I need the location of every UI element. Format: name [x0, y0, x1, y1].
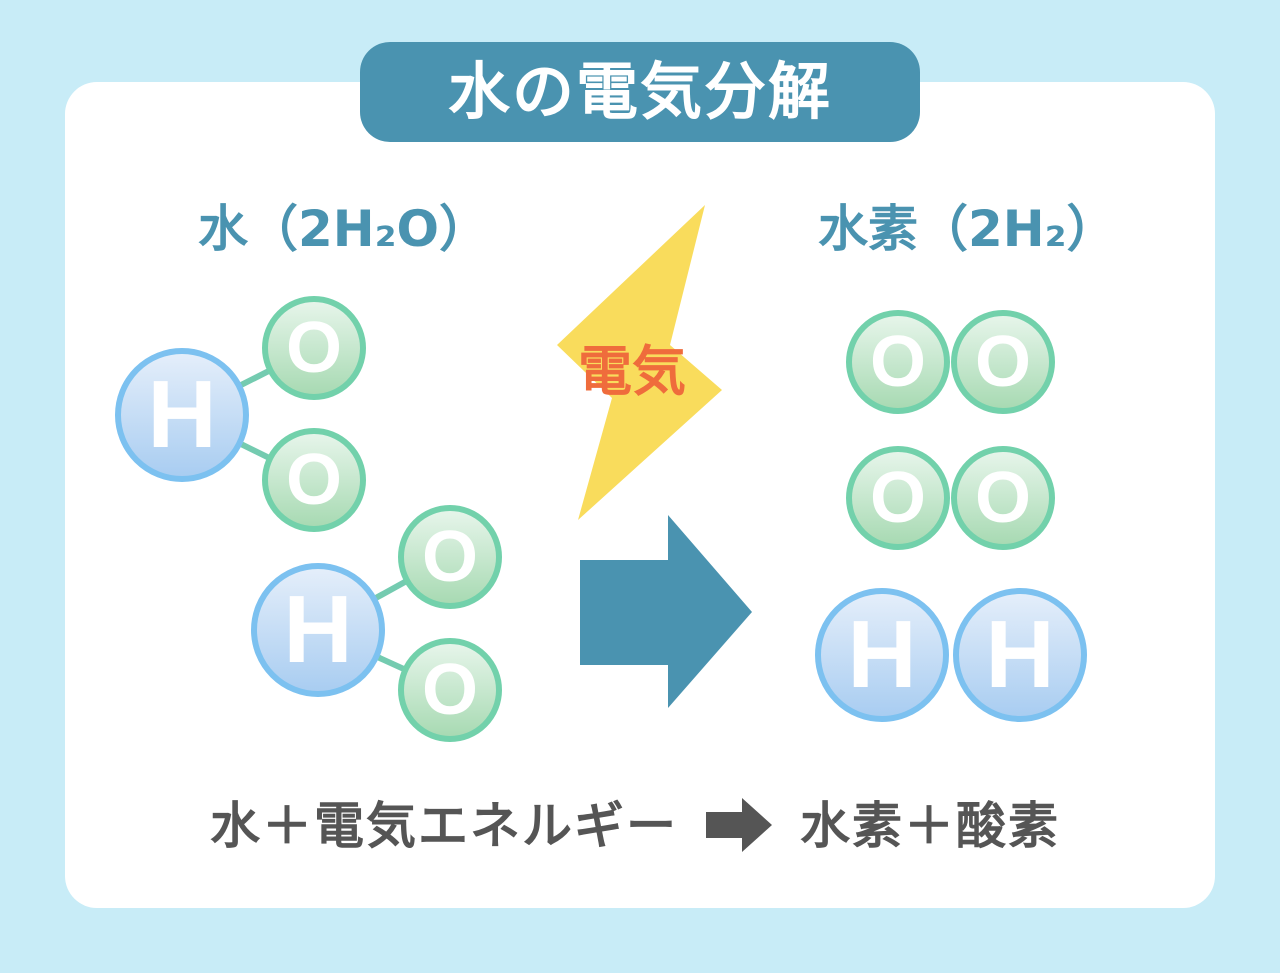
oxygen-atom: O [846, 310, 950, 414]
equation-reactants: 水＋電気エネルギー [210, 797, 678, 855]
title-banner: 水の電気分解 [360, 42, 920, 142]
oxygen-atom: O [951, 310, 1055, 414]
product-molecule: H H [815, 588, 1087, 722]
hydrogen-atom: H [815, 588, 949, 722]
reactant-heading: 水（2H₂O） [198, 200, 490, 258]
oxygen-atom: O [398, 505, 502, 609]
product-heading: 水素（2H₂） [818, 200, 1117, 258]
oxygen-atom: O [262, 428, 366, 532]
oxygen-atom: O [398, 638, 502, 742]
page-title: 水の電気分解 [447, 55, 832, 128]
hydrogen-atom: H [953, 588, 1087, 722]
energy-label: 電気 [578, 340, 686, 403]
equation-products: 水素＋酸素 [800, 797, 1060, 855]
oxygen-atom: O [262, 296, 366, 400]
hydrogen-atom: H [115, 348, 249, 482]
oxygen-atom: O [951, 446, 1055, 550]
reactant-molecule: H O O [115, 296, 367, 532]
oxygen-atom: O [846, 446, 950, 550]
product-molecule: O O [846, 446, 1056, 550]
reactant-molecule: H O O [251, 505, 503, 743]
hydrogen-atom: H [251, 563, 385, 697]
product-molecule: O O [846, 310, 1056, 414]
